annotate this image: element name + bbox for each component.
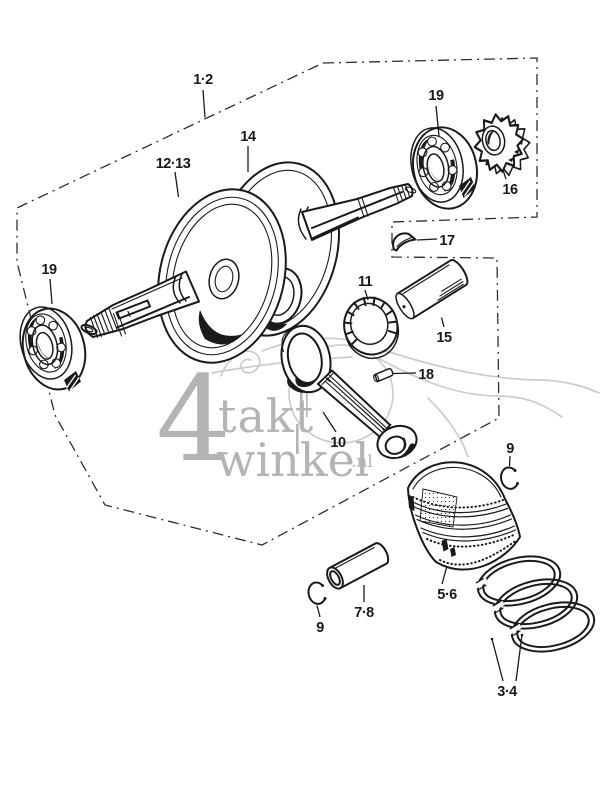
needle-slots <box>343 296 398 346</box>
keyway-slot <box>115 299 151 320</box>
watermark-logo: 4 takt winkel .nl <box>156 350 373 488</box>
balance-hole-shadow <box>198 310 243 345</box>
part-label-19-left: 19 <box>41 262 57 278</box>
watermark-big-4: 4 <box>156 350 231 488</box>
leader-line-9-left <box>316 605 321 618</box>
watermark: 4 takt winkel .nl <box>156 337 600 488</box>
piston-rings-3-4 <box>473 555 596 653</box>
part-label-5-6: 5·6 <box>437 587 457 603</box>
watermark-word-winkel: winkel <box>216 433 370 487</box>
part-callouts: 1·2 12·13 14 19 16 17 11 15 18 10 9 5·6 7·8 9 3·4 19 <box>41 72 524 700</box>
leader-line-19-left <box>49 278 53 305</box>
leader-line-1-2 <box>202 89 206 118</box>
shaft-collar <box>172 273 187 304</box>
part-label-7-8: 7·8 <box>354 605 374 621</box>
circlip-9-right <box>500 466 519 490</box>
crank-pin-15 <box>395 258 469 320</box>
woodruff-key-17 <box>392 232 417 252</box>
part-label-12-13: 12·13 <box>156 156 191 172</box>
part-label-9-left: 9 <box>316 620 324 636</box>
leader-line-19-right <box>435 105 440 137</box>
leader-line-16 <box>502 169 507 180</box>
part-label-11: 11 <box>358 274 373 290</box>
sprocket-16 <box>473 113 531 177</box>
piston-pin-7-8 <box>326 542 390 590</box>
needle-bearing-11 <box>343 296 400 360</box>
leader-dot-3-4 <box>490 637 494 641</box>
bearing-balls <box>26 315 66 370</box>
main-shaft-left <box>80 270 200 339</box>
flywheel-hub-boss <box>208 258 240 300</box>
part-label-3-4: 3·4 <box>497 684 517 700</box>
bearing-right-19 <box>410 126 478 210</box>
leader-line-9-right <box>508 455 511 467</box>
leader-dot-3-4 <box>520 633 524 637</box>
part-label-15: 15 <box>436 330 452 346</box>
circlip-9-left <box>307 581 327 605</box>
part-label-17: 17 <box>439 233 455 249</box>
watermark-bar-3 <box>296 424 299 454</box>
dowel-pin-18 <box>373 367 394 383</box>
rod-small-end <box>376 424 418 460</box>
watermark-bar-2 <box>306 391 308 417</box>
main-shaft-right <box>301 183 417 241</box>
thread-hatching-left <box>89 307 118 339</box>
leader-line-17 <box>416 238 438 241</box>
part-label-10: 10 <box>330 435 346 451</box>
leader-line-18 <box>392 372 417 375</box>
part-label-16: 16 <box>502 182 518 198</box>
piston-5-6 <box>407 461 521 571</box>
rod-big-end <box>280 324 332 394</box>
part-label-18: 18 <box>418 367 434 383</box>
pin-boss-stipple <box>419 488 458 528</box>
leader-line-5-6 <box>441 565 448 585</box>
part-label-14: 14 <box>240 129 256 145</box>
leader-line-3-4 <box>491 638 504 682</box>
leader-line-11 <box>364 289 369 301</box>
bearing-left-19 <box>19 306 87 392</box>
assembly-boundary-outline <box>16 57 538 546</box>
part-label-19-right: 19 <box>428 88 444 104</box>
leader-line-12-13 <box>174 171 180 198</box>
part-label-9-right: 9 <box>506 441 514 457</box>
connecting-rod-10 <box>280 324 418 460</box>
leader-line-15 <box>440 317 445 328</box>
watermark-bar-1 <box>300 390 303 418</box>
leader-line-3-4 <box>515 634 523 682</box>
part-label-1-2: 1·2 <box>193 72 213 88</box>
leader-line-10 <box>322 411 337 433</box>
watermark-tld: .nl <box>351 452 373 472</box>
